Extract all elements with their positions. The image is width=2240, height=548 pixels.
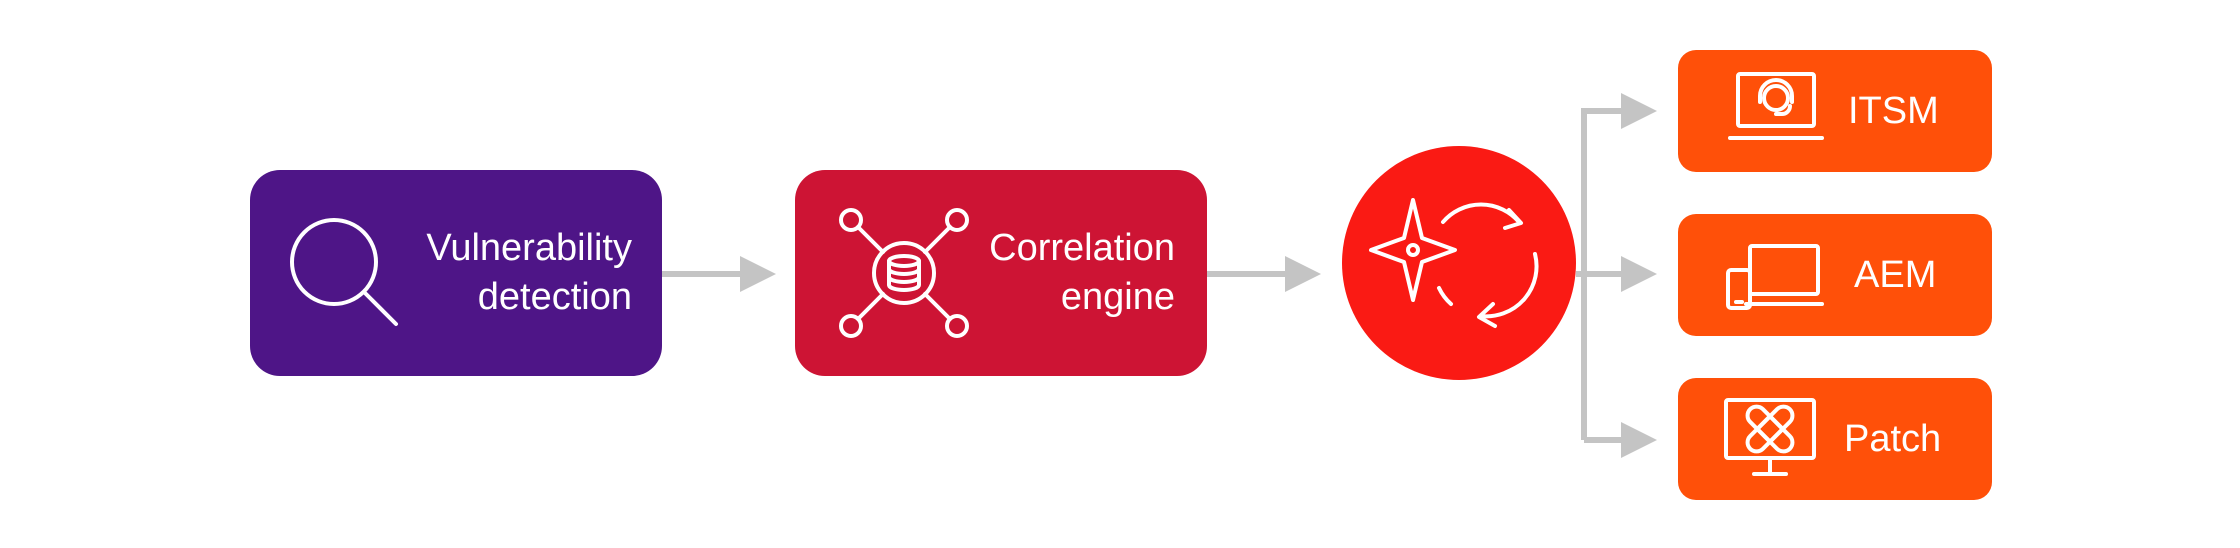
support-laptop-icon bbox=[1728, 72, 1824, 140]
vulnerability-detection-node: Vulnerability detection bbox=[250, 170, 662, 376]
patch-monitor-icon bbox=[1724, 398, 1816, 476]
devices-icon bbox=[1726, 244, 1824, 310]
output-itsm: ITSM bbox=[1678, 50, 1992, 172]
output-aem: AEM bbox=[1678, 214, 1992, 336]
sparkle-cycle-icon bbox=[1369, 198, 1539, 328]
itsm-label: ITSM bbox=[1848, 90, 1939, 132]
vulnerability-detection-line2: detection bbox=[477, 276, 632, 318]
correlation-engine-line2: engine bbox=[1060, 276, 1175, 318]
vulnerability-detection-label: Vulnerability detection bbox=[426, 224, 632, 322]
magnifier-icon bbox=[290, 218, 398, 326]
aem-label: AEM bbox=[1854, 254, 1937, 296]
output-patch: Patch bbox=[1678, 378, 1992, 500]
automation-node bbox=[1342, 146, 1576, 380]
correlation-engine-label: Correlation engine bbox=[989, 224, 1175, 322]
correlation-engine-node: Correlation engine bbox=[795, 170, 1207, 376]
correlation-engine-line1: Correlation bbox=[989, 227, 1175, 269]
patch-label: Patch bbox=[1844, 418, 1942, 460]
database-hub-icon bbox=[839, 208, 969, 338]
vulnerability-detection-line1: Vulnerability bbox=[426, 227, 632, 269]
